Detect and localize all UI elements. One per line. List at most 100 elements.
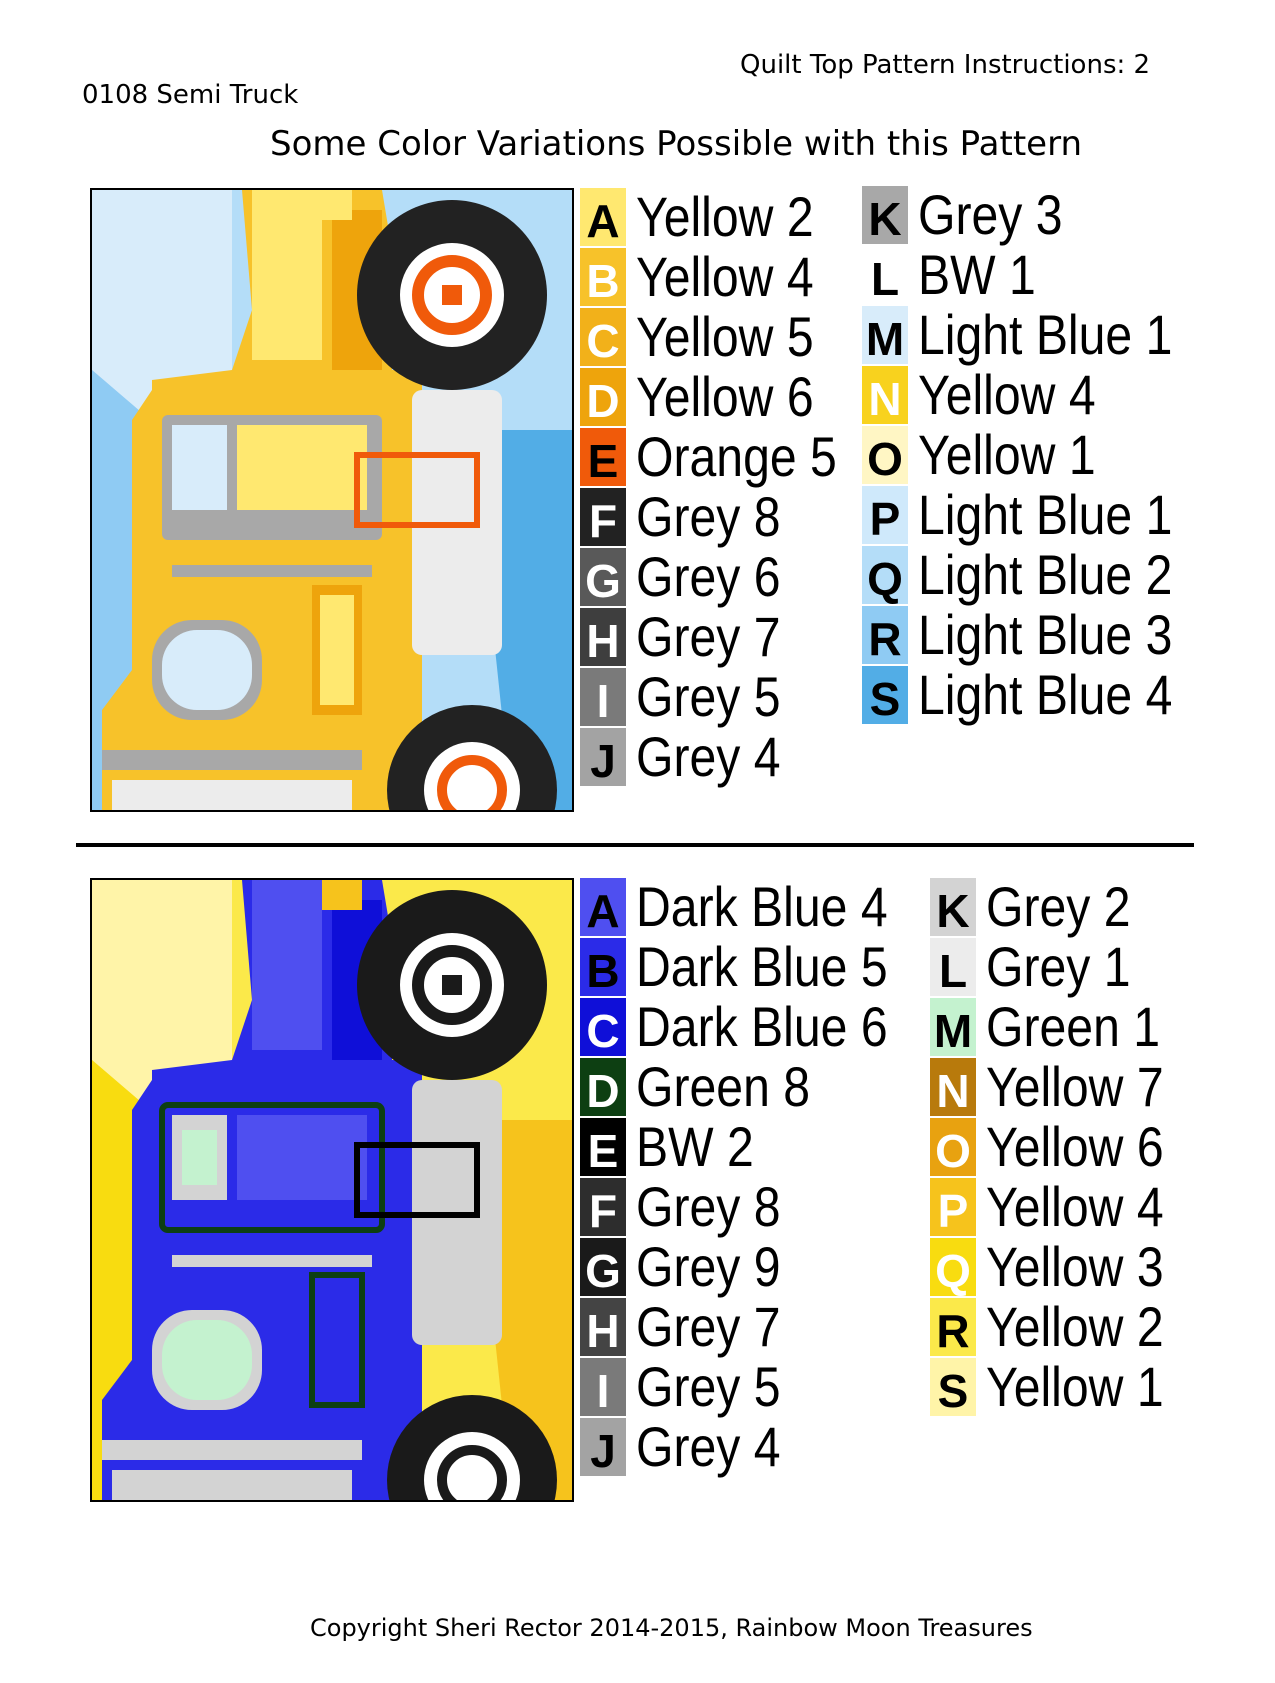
color-key-row: D Green 8 [580,1055,910,1118]
color-name: Grey 6 [636,545,781,608]
color-key-row: K Grey 3 [862,183,1192,246]
color-letter: J [590,735,616,787]
color-swatch [580,1238,626,1296]
color-name: Light Blue 3 [918,603,1173,666]
color-letter: K [868,193,902,245]
color-name: Dark Blue 4 [636,875,888,938]
color-name: Grey 5 [636,665,781,728]
color-key-left-2: A Dark Blue 4 B Dark Blue 5 C Dark Blue 6 D Gre… [580,878,890,1478]
color-letter: D [586,1065,620,1117]
color-letter: F [588,1185,618,1237]
color-swatch [862,486,908,544]
page-label: Quilt Top Pattern Instructions: 2 [740,50,1151,80]
color-swatch [580,608,626,666]
color-key-row: G Grey 6 [580,545,910,608]
color-letter: N [936,1065,970,1117]
color-key-row: N Yellow 7 [930,1055,1260,1118]
color-name: Grey 2 [986,875,1131,938]
color-key-row: Q Yellow 3 [930,1235,1260,1298]
color-name: Dark Blue 5 [636,935,888,998]
color-name: Yellow 4 [986,1175,1164,1238]
color-letter: E [587,1125,619,1177]
color-letter: A [586,885,620,937]
color-swatch [862,666,908,724]
color-letter: O [867,433,903,485]
color-swatch [580,368,626,426]
color-swatch [862,546,908,604]
color-swatch [580,668,626,726]
color-letter: E [587,435,619,487]
color-letter: B [586,945,620,997]
color-swatch [580,1358,626,1416]
color-swatch [580,728,626,786]
color-name: Yellow 6 [636,365,814,428]
document-title: 0108 Semi Truck [82,80,299,110]
color-letter: O [935,1125,971,1177]
color-swatch [862,186,908,244]
color-letter: R [868,613,902,665]
color-name: Yellow 1 [918,423,1096,486]
color-key-row: R Light Blue 3 [862,603,1192,666]
color-name: Yellow 3 [986,1235,1164,1298]
color-swatch [930,938,976,996]
color-swatch [580,1418,626,1476]
color-key-row: E Orange 5 [580,425,910,488]
color-name: Green 1 [986,995,1161,1058]
color-key-row: H Grey 7 [580,605,910,668]
color-name: Grey 7 [636,605,781,668]
color-swatch [930,1358,976,1416]
color-name: Grey 5 [636,1355,781,1418]
color-swatch [580,488,626,546]
color-letter: Q [935,1245,971,1297]
color-name: Yellow 2 [986,1295,1164,1358]
color-swatch [930,1178,976,1236]
color-swatch [862,426,908,484]
color-name: Green 8 [636,1055,811,1118]
color-letter: D [586,375,620,427]
color-letter: G [585,555,621,607]
color-name: BW 1 [918,243,1036,306]
yellow-truck-image [92,190,572,810]
color-name: Light Blue 1 [918,483,1173,546]
color-letter: P [869,493,901,545]
color-letter: M [933,1005,973,1057]
color-swatch [580,248,626,306]
color-name: Yellow 2 [636,185,814,248]
color-swatch [930,998,976,1056]
yellow-truck-picture [90,188,574,812]
color-name: Orange 5 [636,425,837,488]
color-letter: I [596,1365,610,1417]
color-letter: N [868,373,902,425]
color-key-row: B Dark Blue 5 [580,935,910,998]
color-swatch [862,306,908,364]
color-letter: I [596,675,610,727]
section-divider [76,843,1194,847]
color-swatch [930,1118,976,1176]
color-name: Grey 4 [636,1415,781,1478]
color-key-row: J Grey 4 [580,725,910,788]
color-name: Dark Blue 6 [636,995,888,1058]
color-swatch [580,1118,626,1176]
color-key-row: O Yellow 1 [862,423,1192,486]
color-name: Yellow 6 [986,1115,1164,1178]
color-name: BW 2 [636,1115,754,1178]
color-letter: C [586,1005,620,1057]
color-name: Grey 4 [636,725,781,788]
color-name: Grey 1 [986,935,1131,998]
color-name: Yellow 7 [986,1055,1164,1118]
color-letter: H [586,615,620,667]
color-letter: S [869,673,901,725]
color-letter: Q [867,553,903,605]
color-name: Grey 3 [918,183,1063,246]
